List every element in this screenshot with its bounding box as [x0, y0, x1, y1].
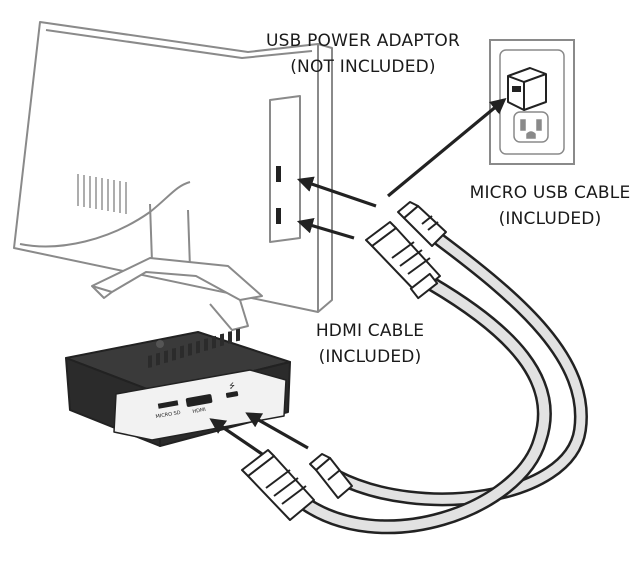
adaptor-usb-socket — [512, 86, 521, 92]
tv-vent-grille — [77, 174, 127, 214]
outlet-lower-receptacle — [513, 111, 549, 143]
arrow-to-device-hdmi — [209, 418, 263, 456]
device-vents — [148, 328, 240, 368]
label-micro-usb-cable-line2: (INCLUDED) — [498, 209, 602, 229]
label-hdmi-cable-line1: HDMI CABLE — [315, 321, 425, 341]
arrow-to-adaptor — [386, 97, 507, 198]
arrow-to-device-usb — [245, 412, 309, 450]
device-ports: MICRO SD HDMI ⭍ — [155, 382, 239, 420]
arrow-to-tv-hdmi — [296, 217, 355, 240]
tv-power-cord — [19, 181, 191, 248]
arrows — [209, 97, 507, 456]
device-microsd-slot — [157, 400, 179, 409]
label-hdmi-cable: HDMI CABLE (INCLUDED) — [286, 318, 454, 370]
label-usb-power-adaptor: USB POWER ADAPTOR (NOT INCLUDED) — [238, 28, 488, 80]
device-hdmi-port — [185, 394, 213, 407]
device-port-label-hdmi: HDMI — [192, 407, 206, 415]
tv-bezel-line — [45, 29, 313, 59]
hdmi-cable-fill — [295, 279, 550, 532]
device-port-panel — [113, 369, 287, 441]
device-logo-icon — [156, 340, 164, 348]
wall-outlet — [489, 39, 575, 165]
tv-stand-leg-right — [209, 299, 249, 331]
hdmi-plug-device-end — [241, 449, 315, 521]
micro-usb-plug-device-end — [309, 453, 353, 499]
label-usb-power-adaptor-line1: USB POWER ADAPTOR — [266, 31, 460, 51]
micro-usb-plug-tv-end — [397, 201, 447, 247]
device-port-label-microsd: MICRO SD — [155, 410, 181, 420]
label-micro-usb-cable: MICRO USB CABLE (INCLUDED) — [452, 180, 642, 232]
tv-hdmi-port — [276, 208, 281, 224]
label-hdmi-cable-line2: (INCLUDED) — [318, 347, 422, 367]
device-micro-usb-port — [225, 391, 239, 398]
tv-stand-leg-left — [91, 285, 113, 299]
tv-port-housing — [269, 95, 301, 243]
micro-usb-cable-fill — [331, 235, 586, 504]
tv-usb-port — [276, 166, 281, 182]
hdmi-plug-tv-end — [365, 221, 441, 300]
streaming-device — [65, 331, 291, 447]
device-usb-symbol-icon: ⭍ — [229, 382, 235, 390]
usb-power-adaptor — [507, 67, 547, 111]
label-micro-usb-cable-line1: MICRO USB CABLE — [469, 183, 631, 203]
cables — [292, 233, 588, 535]
arrow-to-tv-usb — [296, 176, 377, 208]
tv — [13, 21, 333, 331]
label-usb-power-adaptor-line2: (NOT INCLUDED) — [290, 57, 436, 77]
tv-edge — [317, 43, 333, 313]
